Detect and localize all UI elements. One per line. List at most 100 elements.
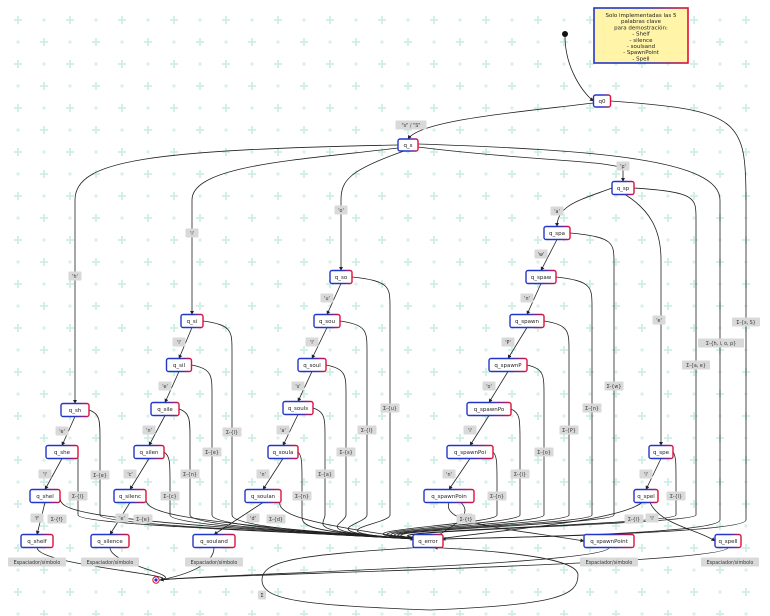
transition-t_spa_w — [540, 239, 558, 271]
transition-label-t0: "s" / "S" — [395, 120, 427, 130]
grid-cross — [718, 150, 722, 154]
grid-cross — [664, 522, 672, 530]
grid-cross — [300, 610, 308, 616]
grid-cross — [510, 546, 514, 550]
state-q_spawnPoin[interactable]: q_spawnPoin — [423, 488, 475, 504]
state-q_so[interactable]: q_so — [329, 269, 353, 285]
grid-cross — [378, 500, 386, 508]
grid-cross — [66, 60, 74, 68]
grid-cross — [664, 346, 672, 354]
state-q_silence[interactable]: q_silence — [90, 533, 130, 549]
transition-label-f_spawnPoint: Espaciador/símbolo — [580, 557, 638, 567]
grid-cross — [274, 324, 282, 332]
state-q_spe[interactable]: q_spe — [648, 444, 674, 460]
grid-cross — [196, 258, 204, 266]
grid-cross — [744, 524, 748, 528]
note-line: para demostración: — [614, 24, 668, 31]
grid-cross — [120, 128, 124, 132]
transition-label-e_q_sh: Σ-{e} — [90, 470, 110, 480]
state-q0[interactable]: q0 — [592, 94, 612, 108]
grid-cross — [14, 148, 22, 156]
grid-cross — [586, 500, 594, 508]
grid-cross — [404, 302, 412, 310]
state-q_silen[interactable]: q_silen — [133, 444, 165, 460]
state-q_spawnPo[interactable]: q_spawnPo — [466, 401, 512, 417]
transition-e_q0 — [441, 100, 747, 541]
grid-cross — [562, 546, 566, 550]
transition-f_spell — [159, 547, 729, 582]
grid-cross — [560, 390, 568, 398]
state-q_soulan[interactable]: q_soulan — [244, 488, 282, 504]
state-q_sil[interactable]: q_sil — [165, 357, 193, 373]
grid-cross — [430, 16, 438, 24]
grid-cross — [534, 236, 542, 244]
grid-cross — [692, 40, 696, 44]
grid-cross — [14, 236, 22, 244]
grid-cross — [690, 324, 698, 332]
state-q_spawn[interactable]: q_spawn — [509, 313, 545, 329]
grid-cross — [66, 544, 74, 552]
grid-cross — [328, 128, 332, 132]
state-q_soul[interactable]: q_soul — [297, 357, 327, 373]
transition-label-e_q_sp: Σ-{a, e} — [682, 360, 710, 370]
transition-label-text: Espaciador/símbolo — [707, 559, 754, 566]
state-q_spa[interactable]: q_spa — [543, 225, 571, 241]
grid-cross — [172, 216, 176, 220]
grid-cross — [352, 478, 360, 486]
grid-cross — [14, 412, 22, 420]
grid-cross — [328, 260, 332, 264]
grid-cross — [560, 302, 568, 310]
state-q_s[interactable]: q_s — [397, 138, 419, 152]
transition-label-text: Σ-{i} — [514, 472, 526, 478]
grid-cross — [146, 326, 150, 330]
grid-cross — [692, 568, 696, 572]
transition-label-text: 'e' — [656, 318, 662, 324]
grid-cross — [300, 346, 308, 354]
grid-cross — [586, 588, 594, 596]
state-q_si[interactable]: q_si — [180, 313, 204, 329]
grid-cross — [250, 590, 254, 594]
grid-cross — [14, 16, 22, 24]
state-q_sile[interactable]: q_sile — [150, 401, 180, 417]
grid-cross — [16, 436, 20, 440]
state-q_spawnP[interactable]: q_spawnP — [488, 357, 528, 373]
grid-cross — [458, 282, 462, 286]
grid-cross — [456, 434, 464, 442]
grid-cross — [94, 326, 98, 330]
state-q_soula[interactable]: q_soula — [267, 444, 299, 460]
grid-cross — [614, 238, 618, 242]
grid-cross — [94, 106, 98, 110]
transition-label-text: 'o' — [486, 384, 492, 390]
state-q_shelf[interactable]: q_shelf — [20, 533, 54, 549]
transition-label-text: 'P' — [505, 340, 511, 346]
state-q_sh[interactable]: q_sh — [60, 402, 90, 418]
state-q_sou[interactable]: q_sou — [313, 313, 341, 329]
grid-cross — [16, 172, 20, 176]
state-q_spel[interactable]: q_spel — [633, 488, 659, 504]
state-q_sp[interactable]: q_sp — [611, 180, 635, 196]
grid-cross — [456, 170, 464, 178]
grid-cross — [354, 326, 358, 330]
state-q_shel[interactable]: q_shel — [29, 488, 61, 504]
transition-label-t_silen_c: 'c' — [123, 469, 137, 479]
state-q_spawnPoi[interactable]: q_spawnPoi — [446, 444, 494, 460]
grid-cross — [170, 192, 178, 200]
state-q_silenc[interactable]: q_silenc — [113, 488, 147, 504]
grid-cross — [222, 192, 230, 200]
state-q_spell[interactable]: q_spell — [714, 533, 742, 549]
grid-cross — [222, 148, 230, 156]
grid-cross — [170, 16, 178, 24]
grid-cross — [406, 590, 410, 594]
grid-cross — [716, 170, 724, 178]
state-q_she[interactable]: q_she — [45, 444, 79, 460]
state-q_souland[interactable]: q_souland — [192, 533, 236, 549]
state-q_spawnPoint[interactable]: q_spawnPoint — [583, 533, 635, 549]
state-q_souls[interactable]: q_souls — [282, 400, 314, 416]
state-q_error[interactable]: q_error — [412, 533, 444, 549]
grid-cross — [118, 60, 126, 68]
grid-cross — [638, 456, 646, 464]
grid-cross — [484, 84, 488, 88]
state-q_spaw[interactable]: q_spaw — [525, 269, 557, 285]
grid-cross — [170, 588, 178, 596]
grid-cross — [16, 260, 20, 264]
